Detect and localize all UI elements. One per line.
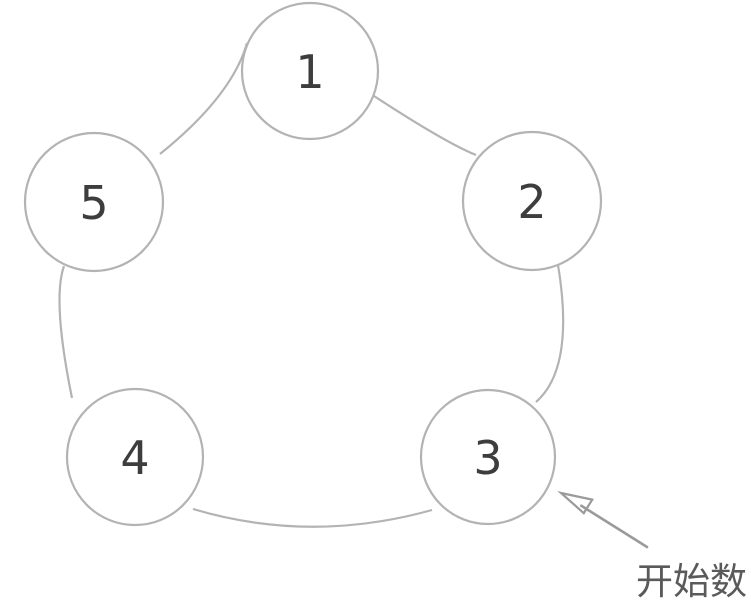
node-4-label: 4: [120, 431, 149, 485]
node-1-circle[interactable]: [240, 1, 380, 141]
node-4[interactable]: 4: [65, 387, 205, 527]
node-3[interactable]: 3: [419, 388, 557, 526]
node-5-circle[interactable]: [23, 131, 165, 273]
node-2-label: 2: [517, 175, 546, 229]
node-2-circle[interactable]: [461, 130, 603, 272]
start-annotation-label: 开始数: [636, 560, 747, 603]
start-annotation-arrow: [557, 491, 649, 549]
node-1[interactable]: 1: [240, 1, 380, 141]
edge-group: [58, 42, 565, 528]
node-5[interactable]: 5: [23, 131, 165, 273]
edge-2-to-3: [535, 264, 565, 403]
node-2[interactable]: 2: [461, 130, 603, 272]
arrow-shaft-line: [580, 504, 649, 549]
node-4-circle[interactable]: [65, 387, 205, 527]
edge-3-to-4: [192, 507, 433, 528]
edge-4-to-5: [58, 265, 74, 399]
node-1-label: 1: [295, 45, 324, 99]
edge-5-to-1: [159, 42, 249, 155]
node-5-label: 5: [79, 176, 108, 230]
node-3-label: 3: [473, 431, 502, 485]
edge-1-to-2: [373, 95, 477, 157]
arrow-head-icon: [557, 491, 595, 515]
node-3-circle[interactable]: [419, 388, 557, 526]
